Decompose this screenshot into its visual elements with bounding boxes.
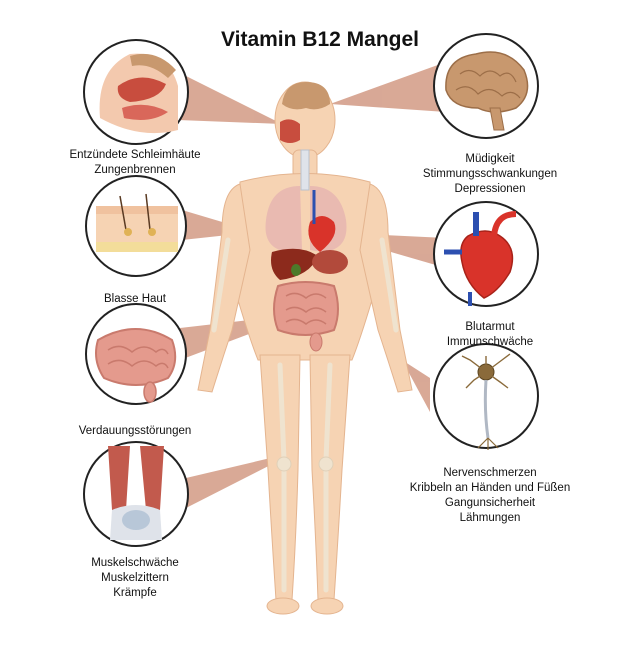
skin-layer-icon xyxy=(85,175,187,277)
caption-line: Zungenbrennen xyxy=(94,164,176,176)
caption-schleimhaut: Entzündete Schleimhäute Zungenbrennen xyxy=(20,148,250,178)
caption-line: Muskelschwäche xyxy=(91,557,179,569)
caption-line: Stimmungsschwankungen xyxy=(422,168,558,180)
caption-line: Krämpfe xyxy=(113,587,157,599)
caption-line: Nervenschmerzen xyxy=(443,467,537,479)
caption-line: Kribbeln an Händen und Füßen xyxy=(409,482,571,494)
caption-line: Blasse Haut xyxy=(103,293,166,305)
human-body-figure xyxy=(197,81,413,615)
caption-muskel: Muskelschwäche Muskelzittern Krämpfe xyxy=(20,556,250,601)
pointer-brain xyxy=(330,62,446,112)
caption-verdauung: Verdauungsstörungen xyxy=(20,424,250,439)
brain-icon xyxy=(433,33,539,139)
caption-line: Verdauungsstörungen xyxy=(78,425,192,437)
caption-gehirn: Müdigkeit Stimmungsschwankungen Depressi… xyxy=(370,152,610,197)
caption-line: Immunschwäche xyxy=(446,336,534,348)
intestine-icon xyxy=(85,303,187,405)
caption-line: Depressionen xyxy=(454,183,526,195)
caption-nerven: Nervenschmerzen Kribbeln an Händen und F… xyxy=(370,466,610,526)
page-title: Vitamin B12 Mangel xyxy=(220,28,419,51)
caption-line: Müdigkeit xyxy=(465,153,515,165)
knee-muscle-icon xyxy=(83,441,189,547)
caption-line: Lähmungen xyxy=(459,512,521,524)
neuron-icon xyxy=(433,343,539,450)
caption-line: Entzündete Schleimhäute xyxy=(69,149,201,161)
heart-icon xyxy=(433,201,539,307)
caption-line: Blutarmut xyxy=(465,321,515,333)
caption-line: Muskelzittern xyxy=(101,572,169,584)
nasal-cavity-icon xyxy=(83,39,189,145)
caption-line: Gangunsicherheit xyxy=(444,497,536,509)
caption-herz: Blutarmut Immunschwäche xyxy=(370,320,610,350)
caption-haut: Blasse Haut xyxy=(20,292,250,307)
pointer-nose xyxy=(178,72,282,124)
